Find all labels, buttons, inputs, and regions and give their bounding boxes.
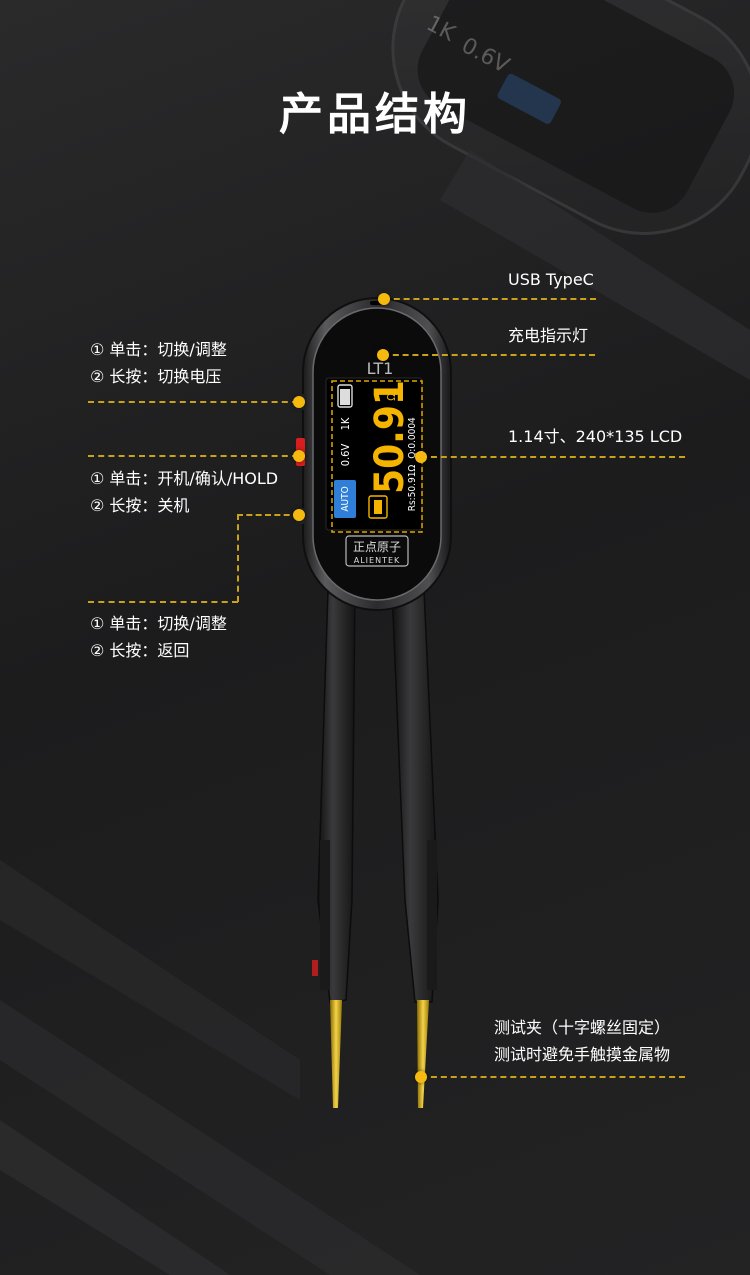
button-bottom-leader-h2 xyxy=(88,601,238,603)
left-gold-tip xyxy=(330,1000,342,1108)
button-bottom-leader-v xyxy=(237,514,239,602)
usb-dot xyxy=(378,293,390,305)
auto-badge xyxy=(334,480,356,518)
device-model-label: LT1 xyxy=(367,359,394,378)
lcd-unit: Ω xyxy=(385,393,398,401)
charge-dot xyxy=(377,349,389,361)
button-bottom-leader-h1 xyxy=(237,514,299,516)
button-mid-leader-line xyxy=(88,455,298,457)
button-bottom-label: ① 单击：切换/调整 ② 长按：返回 xyxy=(90,614,227,660)
tips-leader-line xyxy=(421,1076,685,1078)
lcd-dot xyxy=(415,451,427,463)
brand-logo-box xyxy=(345,535,409,567)
lcd-rs-value: Rs:50.91Ω xyxy=(407,465,418,512)
lcd-frequency: 1K xyxy=(339,417,352,430)
battery-icon xyxy=(337,384,353,408)
brand-name-cn: 正点原子 xyxy=(353,540,401,554)
component-icon xyxy=(368,495,388,519)
usb-leader-line xyxy=(384,298,596,300)
button-mid-dot xyxy=(293,450,305,462)
lcd-highlight-box xyxy=(331,380,423,533)
brand-name-en: ALIENTEK xyxy=(354,556,401,565)
tips-dot xyxy=(415,1071,427,1083)
tips-label: 测试夹（十字螺丝固定） 测试时避免手触摸金属物 xyxy=(494,1018,671,1064)
button-mid-label: ① 单击：开机/确认/HOLD ② 长按：关机 xyxy=(90,469,279,515)
button-bottom-dot xyxy=(293,509,305,521)
lcd-main-value: 50.91 xyxy=(367,380,413,494)
usb-label: USB TypeC xyxy=(508,270,594,289)
red-marker xyxy=(312,960,318,976)
charge-leader-line xyxy=(383,354,595,356)
button-top-dot xyxy=(293,396,305,408)
charge-label: 充电指示灯 xyxy=(508,326,589,345)
button-top-leader-line xyxy=(88,401,298,403)
right-gold-tip xyxy=(417,1000,429,1108)
lcd-voltage: 0.6V xyxy=(339,444,352,467)
lcd-leader-line xyxy=(421,456,685,458)
button-top-label: ① 单击：切换/调整 ② 长按：切换电压 xyxy=(90,340,227,386)
lcd-label: 1.14寸、240*135 LCD xyxy=(508,427,683,446)
lcd-q-value: Q:0.0004 xyxy=(407,417,418,459)
lcd-auto-label: AUTO xyxy=(340,486,351,511)
page-title: 产品结构 xyxy=(279,89,471,140)
